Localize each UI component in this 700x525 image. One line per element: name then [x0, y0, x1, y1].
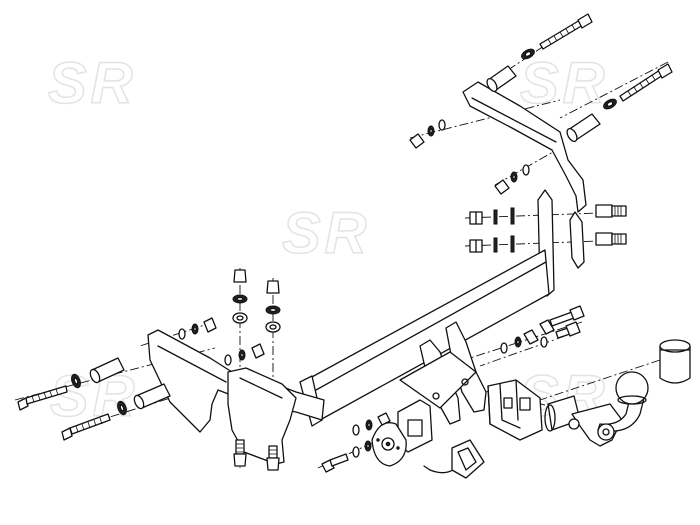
- upper-nut-stack: [409, 119, 530, 195]
- left-mounting-bracket: [147, 329, 325, 465]
- clamp-block: [487, 379, 543, 441]
- watermark-logo: SR: [47, 51, 137, 116]
- center-plate-fasteners: [500, 305, 585, 354]
- socket-plate: [371, 399, 433, 467]
- left-nut-stack: [178, 317, 265, 366]
- left-vertical-bolts: [232, 269, 281, 471]
- socket-fasteners: [321, 412, 391, 473]
- tow-ball-neck: [544, 371, 649, 447]
- tow-ball-plate: [399, 321, 487, 425]
- right-mounting-bracket: [462, 81, 587, 213]
- left-horizontal-bolts: [17, 357, 171, 441]
- watermark-logo: SR: [281, 201, 371, 266]
- wiring-plug: [423, 439, 485, 479]
- watermark-logo: SR: [519, 51, 609, 116]
- upper-right-bolts: [486, 13, 673, 143]
- side-plate-fasteners: [469, 204, 627, 253]
- tow-ball-cap: [659, 339, 691, 384]
